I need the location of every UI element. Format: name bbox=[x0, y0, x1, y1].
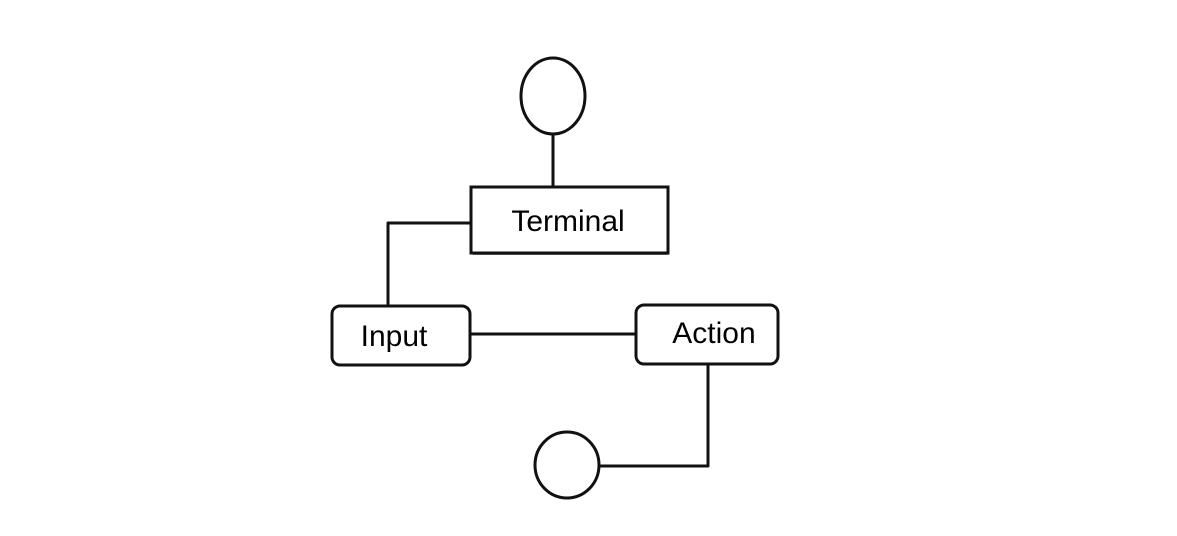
action-node: Action bbox=[634, 303, 780, 366]
action-node-box bbox=[634, 303, 780, 366]
end-node-circle bbox=[533, 430, 601, 500]
terminal-node-label: Terminal bbox=[511, 205, 624, 238]
input-node-box bbox=[330, 304, 472, 367]
input-node: Input bbox=[330, 304, 472, 367]
connector-action-to-end bbox=[599, 365, 710, 468]
action-node-label: Action bbox=[672, 317, 755, 350]
start-node-circle bbox=[519, 56, 587, 136]
terminal-node-box bbox=[469, 185, 670, 255]
input-node-label: Input bbox=[361, 320, 428, 353]
connector-terminal-to-input bbox=[386, 221, 471, 306]
terminal-node: Terminal bbox=[469, 185, 670, 255]
